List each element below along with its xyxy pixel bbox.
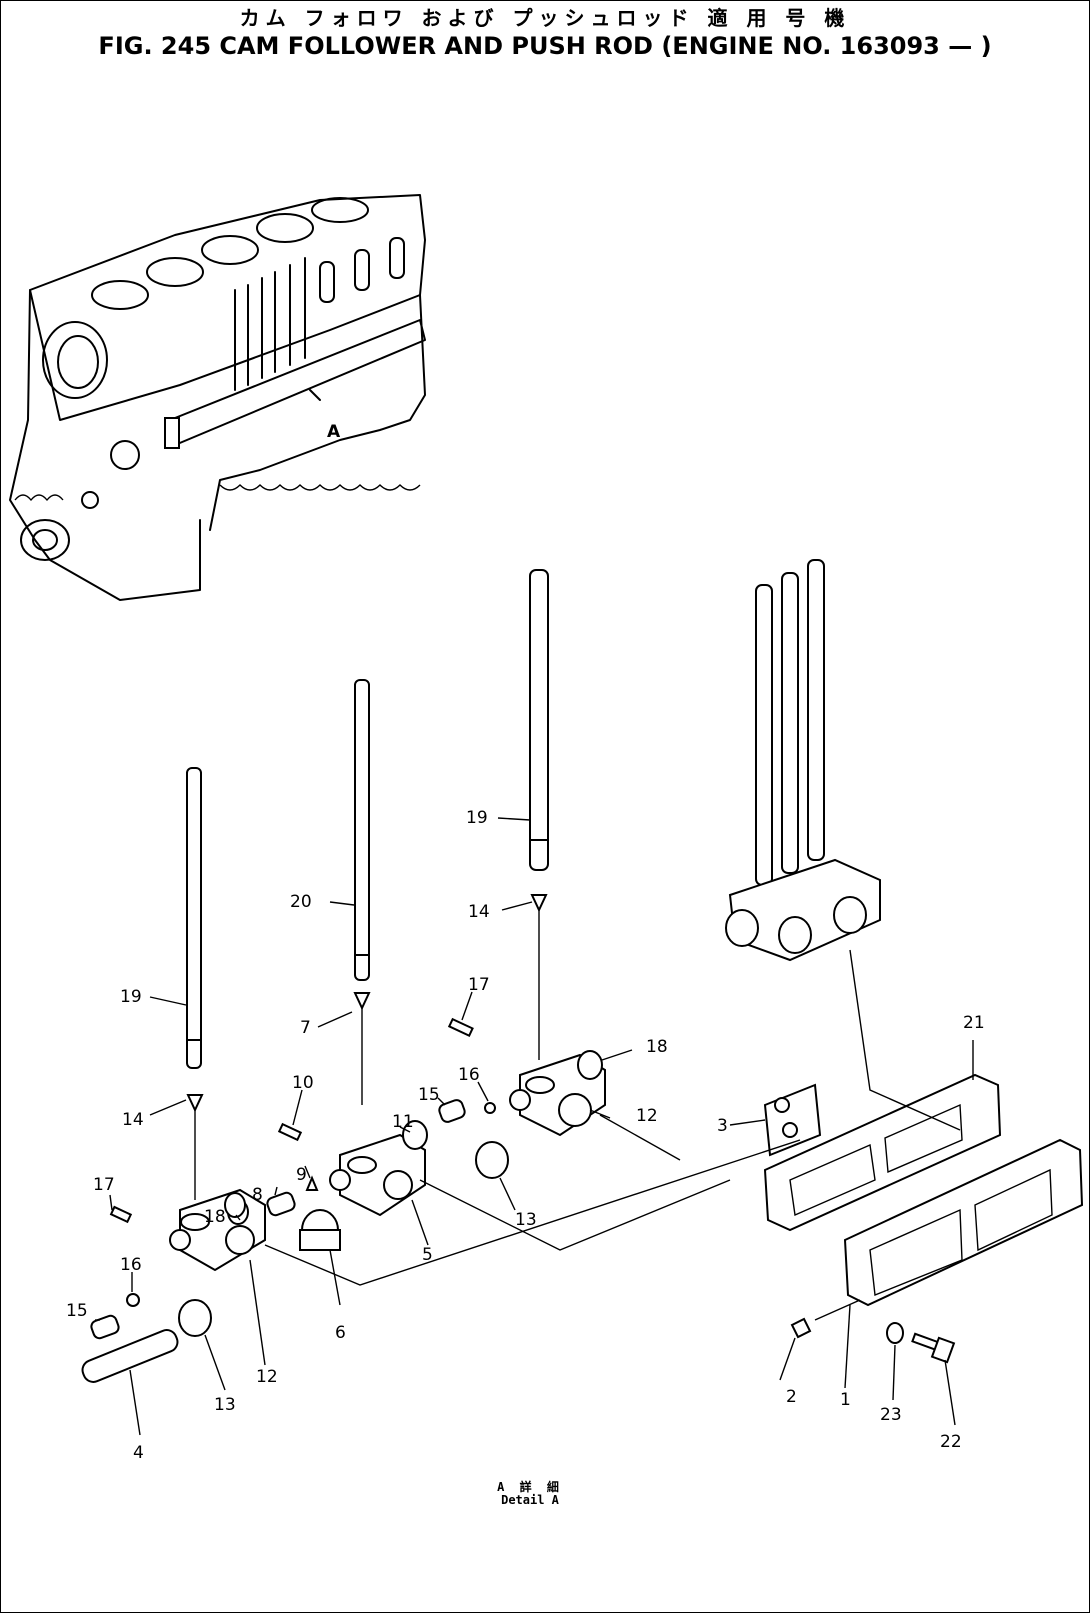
guide-line [599,1114,681,1161]
label-18: 18 [204,1207,226,1227]
label-14: 14 [122,1110,144,1130]
pin-15-right [438,1099,466,1123]
label-18: 18 [646,1037,668,1057]
title-japanese: カム フォロワ および プッシュロッド 適 用 号 機 [239,6,851,30]
guide-line [849,949,961,1131]
gasket-21 [763,1073,1002,1232]
label-10: 10 [292,1073,314,1093]
nut-2 [790,1317,812,1339]
bracket-3 [763,1083,822,1157]
bushing-13-right [475,1141,509,1179]
label-15: 15 [418,1085,440,1105]
label-21: 21 [963,1013,985,1033]
shaft-4 [81,1329,179,1383]
pin-15-left [90,1314,120,1340]
ring-16-right [484,1102,496,1114]
label-8: 8 [252,1185,263,1205]
push-rod-20 [354,679,370,981]
label-5: 5 [422,1245,433,1265]
roller-18-right [577,1050,603,1080]
label-20: 20 [290,892,312,912]
bolt-22 [911,1332,956,1364]
label-19: 19 [466,808,488,828]
label-11: 11 [392,1112,414,1132]
ring-16-left [126,1293,140,1307]
push-rod-19-left [186,767,202,1069]
label-4: 4 [133,1443,144,1463]
cam-follower-middle [329,1133,426,1217]
label-2: 2 [786,1387,797,1407]
leader-lines [95,817,974,1436]
pin-8 [266,1191,296,1217]
label-12: 12 [256,1367,278,1387]
guide-line [419,1179,731,1251]
label-12: 12 [636,1106,658,1126]
pin-17-right [447,1017,474,1038]
label-6: 6 [335,1323,346,1343]
socket-14-left [186,1094,204,1113]
label-7: 7 [300,1018,311,1038]
label-16: 16 [120,1255,142,1275]
label-16: 16 [458,1065,480,1085]
pin-10 [277,1122,303,1142]
label-9: 9 [296,1165,307,1185]
label-17: 17 [468,975,490,995]
label-17: 17 [93,1175,115,1195]
label-23: 23 [880,1405,902,1425]
socket-14-right [530,894,548,913]
bushing-13-left [178,1299,212,1337]
label-22: 22 [940,1432,962,1452]
detail-marker: A [327,422,341,442]
engine-block [9,194,426,601]
cover-1 [843,1138,1084,1307]
label-14: 14 [468,902,490,922]
ball-9 [305,1175,319,1191]
label-1: 1 [840,1390,851,1410]
label-13: 13 [515,1210,537,1230]
detail-caption-japanese: A 詳 細 [497,1480,563,1494]
label-15: 15 [66,1301,88,1321]
roller-11 [402,1120,428,1150]
label-19: 19 [120,987,142,1007]
socket-7 [353,992,371,1011]
guide-line [814,1299,861,1321]
roller-18-left [224,1192,246,1218]
label-3: 3 [717,1116,728,1136]
push-rod-assembly-upper-right [725,559,881,962]
label-13: 13 [214,1395,236,1415]
push-rod-19-right [529,569,549,871]
figure-title: FIG. 245 CAM FOLLOWER AND PUSH ROD (ENGI… [98,32,992,60]
detail-caption: Detail A [501,1493,559,1507]
cam-follower-left [169,1188,266,1272]
guide-line [264,1139,801,1286]
pin-17-left [109,1205,133,1224]
washer-23 [886,1322,904,1344]
